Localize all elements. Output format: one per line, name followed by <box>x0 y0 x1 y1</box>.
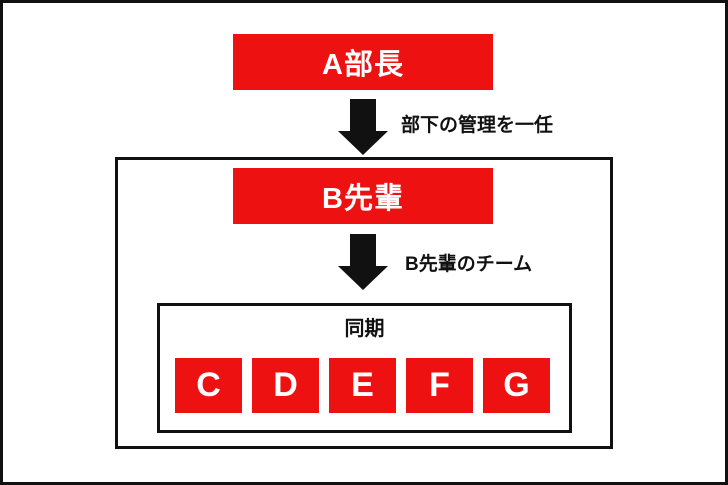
peer-group-box <box>157 303 572 433</box>
member-box-c: C <box>175 358 242 413</box>
senior-b-box: B先輩 <box>233 168 493 224</box>
member-box-e: E <box>329 358 396 413</box>
member-box-g: G <box>483 358 550 413</box>
manager-a-box: A部長 <box>233 34 493 90</box>
down-arrow-icon <box>338 234 388 290</box>
delegation-arrow-note: 部下の管理を一任 <box>401 115 554 136</box>
member-row: C D E F G <box>175 358 550 413</box>
senior-team-container-box <box>115 157 613 449</box>
team-arrow-note: B先輩のチーム <box>405 254 533 275</box>
member-box-d: D <box>252 358 319 413</box>
peer-group-title: 同期 <box>344 318 385 340</box>
member-box-f: F <box>406 358 473 413</box>
down-arrow-icon <box>338 99 388 155</box>
